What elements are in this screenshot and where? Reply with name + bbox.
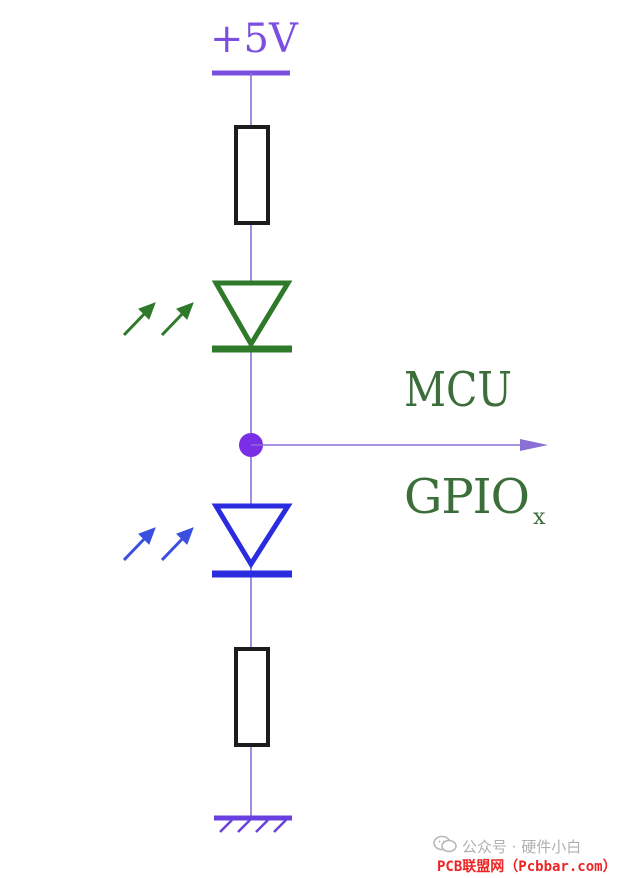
lower-led-light-arrows xyxy=(122,527,194,562)
supply-label: +5V xyxy=(210,16,299,62)
upper-resistor xyxy=(234,125,270,225)
wechat-icon xyxy=(433,835,457,853)
gpio-arrow-head xyxy=(520,439,548,451)
gpio-label: GPIO xyxy=(404,469,530,525)
watermark-site: PCB联盟网（Pcbbar.com） xyxy=(437,856,617,876)
gpio-subscript: x xyxy=(533,505,546,530)
ground-symbol xyxy=(214,815,292,833)
upper-led xyxy=(211,280,293,353)
lower-resistor xyxy=(234,647,270,747)
mcu-label: MCU xyxy=(404,362,512,418)
watermark-account: 公众号 · 硬件小白 xyxy=(462,838,582,856)
lower-led xyxy=(211,503,293,578)
upper-led-light-arrows xyxy=(122,302,194,337)
